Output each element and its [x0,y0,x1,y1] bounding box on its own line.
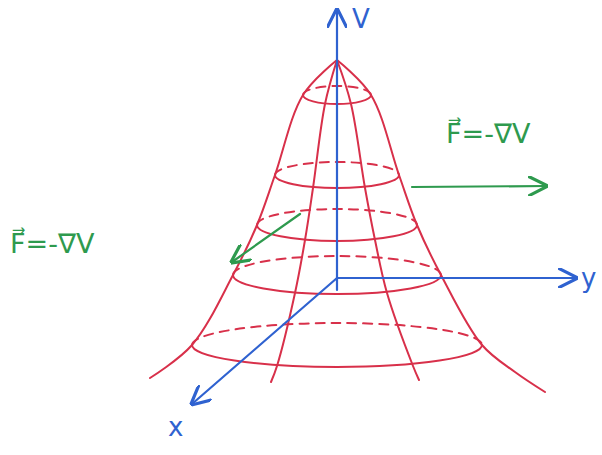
cone-surface [150,60,545,392]
cone-meridian [337,60,419,380]
cone-meridian [337,60,545,392]
force-arrow [412,186,546,187]
level-curve-front [192,345,482,367]
x-axis [192,278,337,404]
y-axis [337,277,576,279]
v-axis [336,10,338,290]
axis-label: y [581,265,596,291]
axis-label: V [352,6,370,32]
force-arrows [232,186,546,262]
cone-meridian [271,60,337,382]
axes [192,10,576,404]
force-arrow [232,214,300,262]
force-label: F⃗=-∇V [10,230,94,257]
axis-label: x [168,414,183,440]
force-label: F⃗=-∇V [446,120,530,147]
level-curve-back [192,323,482,345]
